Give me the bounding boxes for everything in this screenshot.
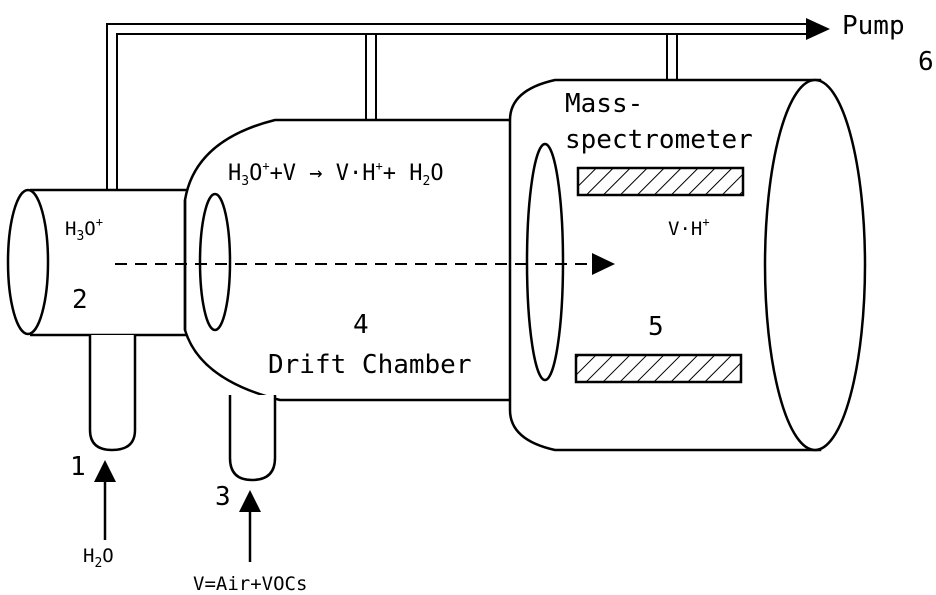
pump-line bbox=[106, 23, 808, 190]
ion-label: H3O+ bbox=[65, 215, 103, 244]
source-number: 2 bbox=[72, 285, 88, 315]
product-ion-label: V·H+ bbox=[668, 215, 710, 240]
pump-label: Pump bbox=[842, 11, 905, 41]
water-inlet-number: 1 bbox=[70, 452, 86, 482]
electrode-bottom bbox=[574, 353, 743, 384]
drift-label: Drift Chamber bbox=[268, 350, 472, 380]
sample-input-label: V=Air+VOCs bbox=[193, 573, 307, 595]
drift-number: 4 bbox=[353, 310, 369, 340]
pump-arrow-icon bbox=[806, 18, 830, 40]
ion-source-tube bbox=[6, 188, 197, 452]
water-inlet-arrow-icon bbox=[94, 460, 116, 482]
sample-inlet-arrow-icon bbox=[239, 490, 261, 512]
mass-label-line2: spectrometer bbox=[565, 125, 753, 155]
mass-label-line1: Mass- bbox=[565, 89, 643, 119]
pump-number: 6 bbox=[918, 47, 934, 77]
reaction-equation: H3O++V → V·H++ H2O bbox=[228, 159, 444, 189]
sample-inlet-number: 3 bbox=[215, 482, 231, 512]
water-input-label: H2O bbox=[83, 545, 114, 571]
ms-number: 5 bbox=[648, 312, 664, 342]
electrode-top bbox=[576, 166, 745, 197]
drift-chamber bbox=[183, 118, 532, 482]
ion-path-arrow-icon bbox=[592, 253, 615, 275]
